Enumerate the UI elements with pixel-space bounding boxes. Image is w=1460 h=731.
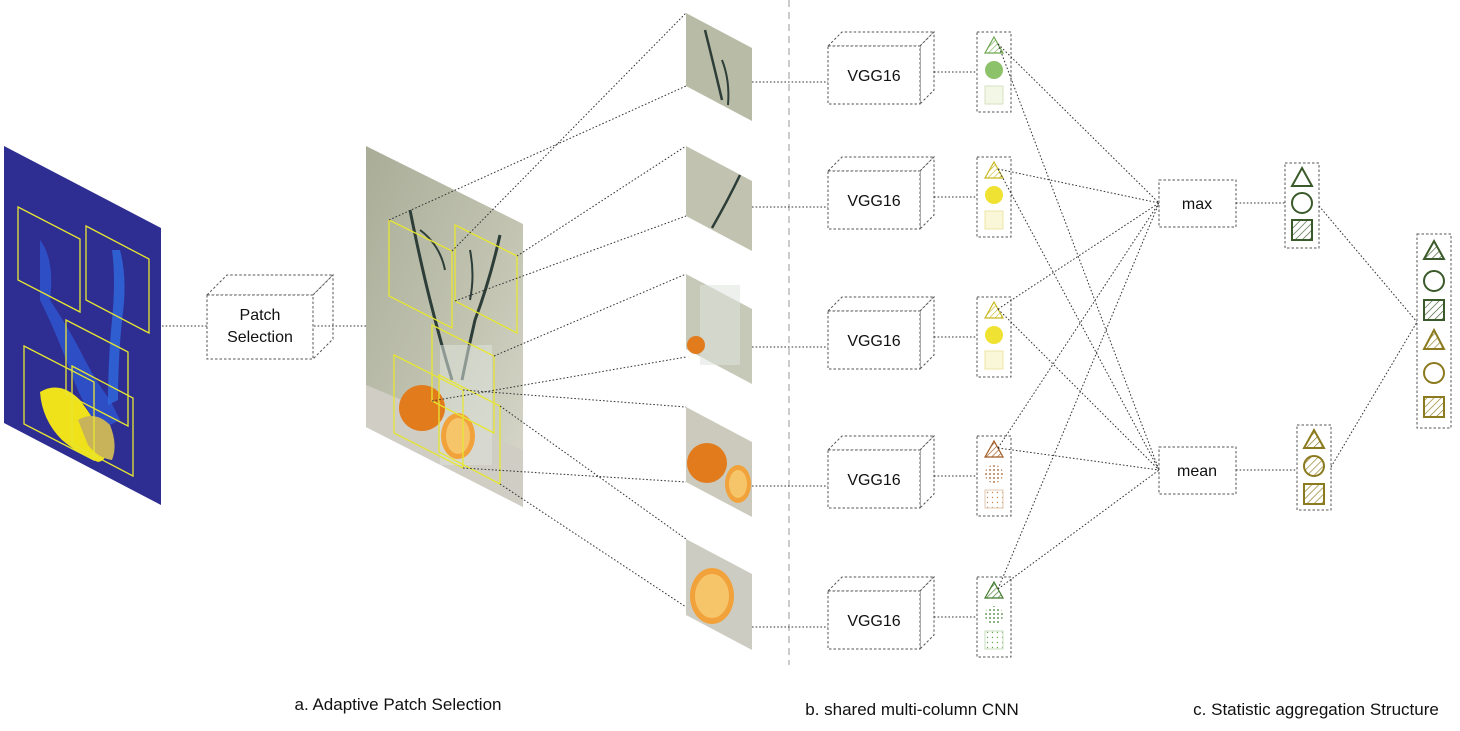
vgg16-label: VGG16	[847, 472, 900, 489]
to-max-line	[997, 202, 1160, 590]
to-mean-line	[997, 43, 1160, 471]
triangle-icon	[983, 439, 1005, 458]
caption-b: b. shared multi-column CNN	[805, 700, 1019, 719]
square-icon	[984, 630, 1004, 650]
cnn-column-3: VGG16	[752, 295, 1012, 378]
patch-1	[686, 13, 752, 121]
feature-stack	[976, 31, 1012, 113]
to-max-line	[997, 202, 1160, 449]
triangle-icon	[1290, 165, 1314, 187]
patch-fan-lines	[388, 12, 687, 608]
mean-feature-stack	[1296, 424, 1332, 511]
square-icon	[1291, 219, 1313, 241]
circle-icon	[985, 606, 1003, 624]
to-mean-line	[997, 447, 1160, 471]
concatenated-feature-stack	[1416, 233, 1452, 429]
cnn-column-1: VGG16	[752, 30, 1012, 113]
square-icon	[1303, 483, 1325, 505]
max-label: max	[1182, 196, 1212, 213]
circle-icon	[985, 186, 1003, 204]
to-max-line	[997, 168, 1160, 204]
patch-2	[686, 146, 752, 251]
vgg16-label: VGG16	[847, 193, 900, 210]
triangle-icon	[983, 580, 1005, 599]
patch-selection-line2: Selection	[227, 329, 293, 346]
caption-a: a. Adaptive Patch Selection	[295, 695, 502, 714]
mean-box: mean	[1158, 446, 1237, 495]
vgg16-block	[827, 449, 921, 509]
input-photo	[366, 146, 523, 507]
saliency-map	[4, 146, 161, 505]
vgg16-block	[827, 590, 921, 650]
patch-3	[686, 274, 752, 384]
square-icon	[984, 489, 1004, 509]
connector	[1318, 205, 1418, 323]
patch-5	[686, 539, 752, 650]
square-icon	[984, 85, 1004, 105]
cnn-column-2: VGG16	[752, 155, 1012, 238]
circle-icon	[1291, 192, 1313, 214]
circle-icon	[985, 465, 1003, 483]
patch-selection-line1: Patch	[240, 307, 281, 324]
square-icon	[984, 350, 1004, 370]
triangle-icon	[1302, 427, 1326, 449]
to-max-line	[997, 202, 1160, 310]
feature-stack	[976, 156, 1012, 238]
cnn-column-5: VGG16	[752, 575, 1012, 658]
max-feature-stack	[1284, 162, 1320, 249]
feature-stack	[976, 576, 1012, 658]
vgg16-block	[827, 310, 921, 370]
patch-selection-box: Patch Selection	[205, 273, 335, 361]
vgg16-block	[827, 170, 921, 230]
patch-4	[686, 407, 752, 517]
triangle-icon	[1422, 327, 1446, 350]
aggregation-lines	[997, 43, 1160, 590]
feature-stack	[976, 296, 1012, 378]
circle-icon	[1303, 455, 1325, 477]
vgg16-label: VGG16	[847, 333, 900, 350]
vgg16-block	[827, 45, 921, 105]
square-icon	[1423, 299, 1445, 321]
circle-icon	[985, 61, 1003, 79]
cnn-column-4: VGG16	[752, 434, 1012, 517]
vgg16-label: VGG16	[847, 613, 900, 630]
patch-thumbnails	[686, 13, 752, 650]
to-mean-line	[997, 168, 1160, 471]
to-mean-line	[997, 469, 1160, 590]
connector	[1330, 321, 1418, 468]
max-box: max	[1158, 179, 1237, 228]
to-mean-line	[997, 308, 1160, 471]
circle-icon	[1423, 362, 1445, 384]
square-icon	[1423, 396, 1445, 418]
circle-icon	[1423, 270, 1445, 292]
triangle-icon	[1422, 238, 1446, 260]
square-icon	[984, 210, 1004, 230]
vgg16-label: VGG16	[847, 68, 900, 85]
mean-label: mean	[1177, 463, 1217, 480]
caption-c: c. Statistic aggregation Structure	[1193, 700, 1439, 719]
to-max-line	[997, 43, 1160, 204]
circle-icon	[985, 326, 1003, 344]
feature-stack	[976, 435, 1012, 517]
